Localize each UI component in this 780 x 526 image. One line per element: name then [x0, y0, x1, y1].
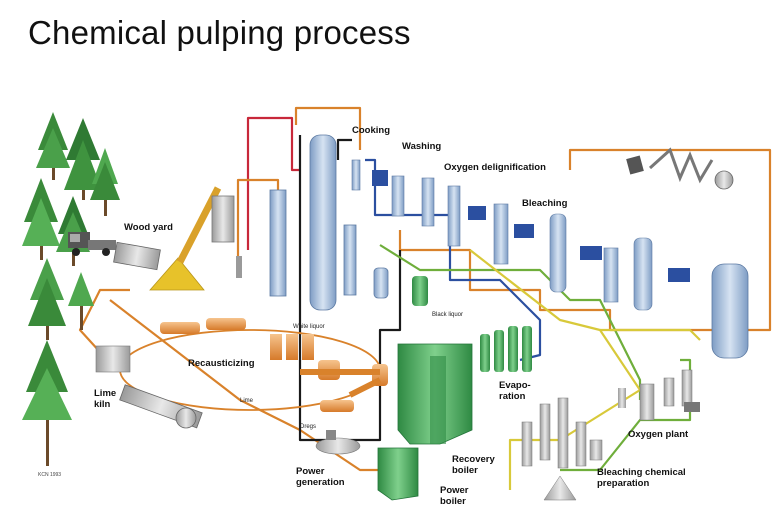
label-power-generation-1: Power — [296, 466, 325, 477]
tree-icon — [22, 178, 60, 260]
yellow-pipe-2 — [600, 328, 701, 341]
label-oxygen-plant: Oxygen plant — [628, 429, 689, 440]
label-bleaching-chemical-preparation-2: preparation — [597, 478, 649, 489]
label-cooking: Cooking — [352, 125, 390, 136]
green-pipe-2 — [560, 358, 692, 472]
tree-icon — [28, 258, 66, 340]
label-evaporation-1: Evapo- — [499, 380, 531, 391]
label-recovery-boiler-2: boiler — [452, 465, 478, 476]
label-recausticizing: Recausticizing — [188, 358, 255, 369]
tree-icon — [22, 340, 72, 466]
label-oxygen-delignification: Oxygen delignification — [444, 162, 546, 173]
bleaching-chemical-preparation — [521, 397, 603, 501]
paper-machine — [626, 147, 734, 190]
green-pipe — [379, 244, 642, 400]
label-bleaching: Bleaching — [522, 198, 568, 209]
orange-pipe-top-loop — [294, 106, 362, 150]
pipes — [78, 106, 772, 490]
label-white-liquor: White liquor — [293, 324, 325, 330]
black-pipe-2 — [336, 138, 352, 160]
credit-text: KCN 1993 — [38, 472, 61, 478]
orange-pipe-wood-to-digester — [236, 178, 280, 262]
chip-pile — [149, 257, 205, 291]
orange-pipe-lime — [78, 288, 130, 353]
orange-pipe-bleach-line — [398, 230, 700, 332]
label-power-boiler-1: Power — [440, 485, 469, 496]
label-lime-kiln-2: kiln — [94, 399, 111, 410]
label-black-liquor: Black liquor — [432, 312, 463, 318]
tree-icon — [68, 272, 94, 330]
label-dregs: Dregs — [300, 424, 316, 430]
label-power-generation-2: generation — [296, 477, 345, 488]
power-generation — [315, 430, 361, 455]
wood-yard — [68, 186, 242, 291]
label-wood-yard: Wood yard — [124, 222, 173, 233]
tree-icon — [90, 148, 120, 216]
power-boiler-equipment — [377, 447, 419, 501]
tree-icon — [36, 112, 70, 180]
chip-silo — [211, 195, 235, 243]
label-bleaching-chemical-preparation-1: Bleaching chemical — [597, 467, 686, 478]
lime-kiln — [95, 345, 203, 429]
digester — [269, 134, 389, 311]
label-power-boiler-2: boiler — [440, 496, 466, 507]
red-pipe — [246, 116, 300, 250]
label-washing: Washing — [402, 141, 441, 152]
debarking-drum — [113, 241, 161, 271]
forest — [22, 112, 120, 466]
evaporation — [412, 276, 532, 372]
label-recovery-boiler-1: Recovery — [452, 454, 495, 465]
label-lime-kiln-1: Lime — [94, 388, 116, 399]
labels: Cooking Washing Oxygen delignification B… — [38, 125, 689, 507]
slide-title: Chemical pulping process — [28, 14, 411, 51]
tree-icon — [56, 196, 90, 266]
tree-icon — [64, 118, 102, 200]
label-lime: Lime — [240, 398, 254, 404]
oxygen-plant — [618, 369, 700, 421]
washing-line — [351, 159, 749, 359]
recovery-boiler — [397, 343, 473, 445]
truck-icon — [68, 232, 116, 256]
label-evaporation-2: ration — [499, 391, 526, 402]
